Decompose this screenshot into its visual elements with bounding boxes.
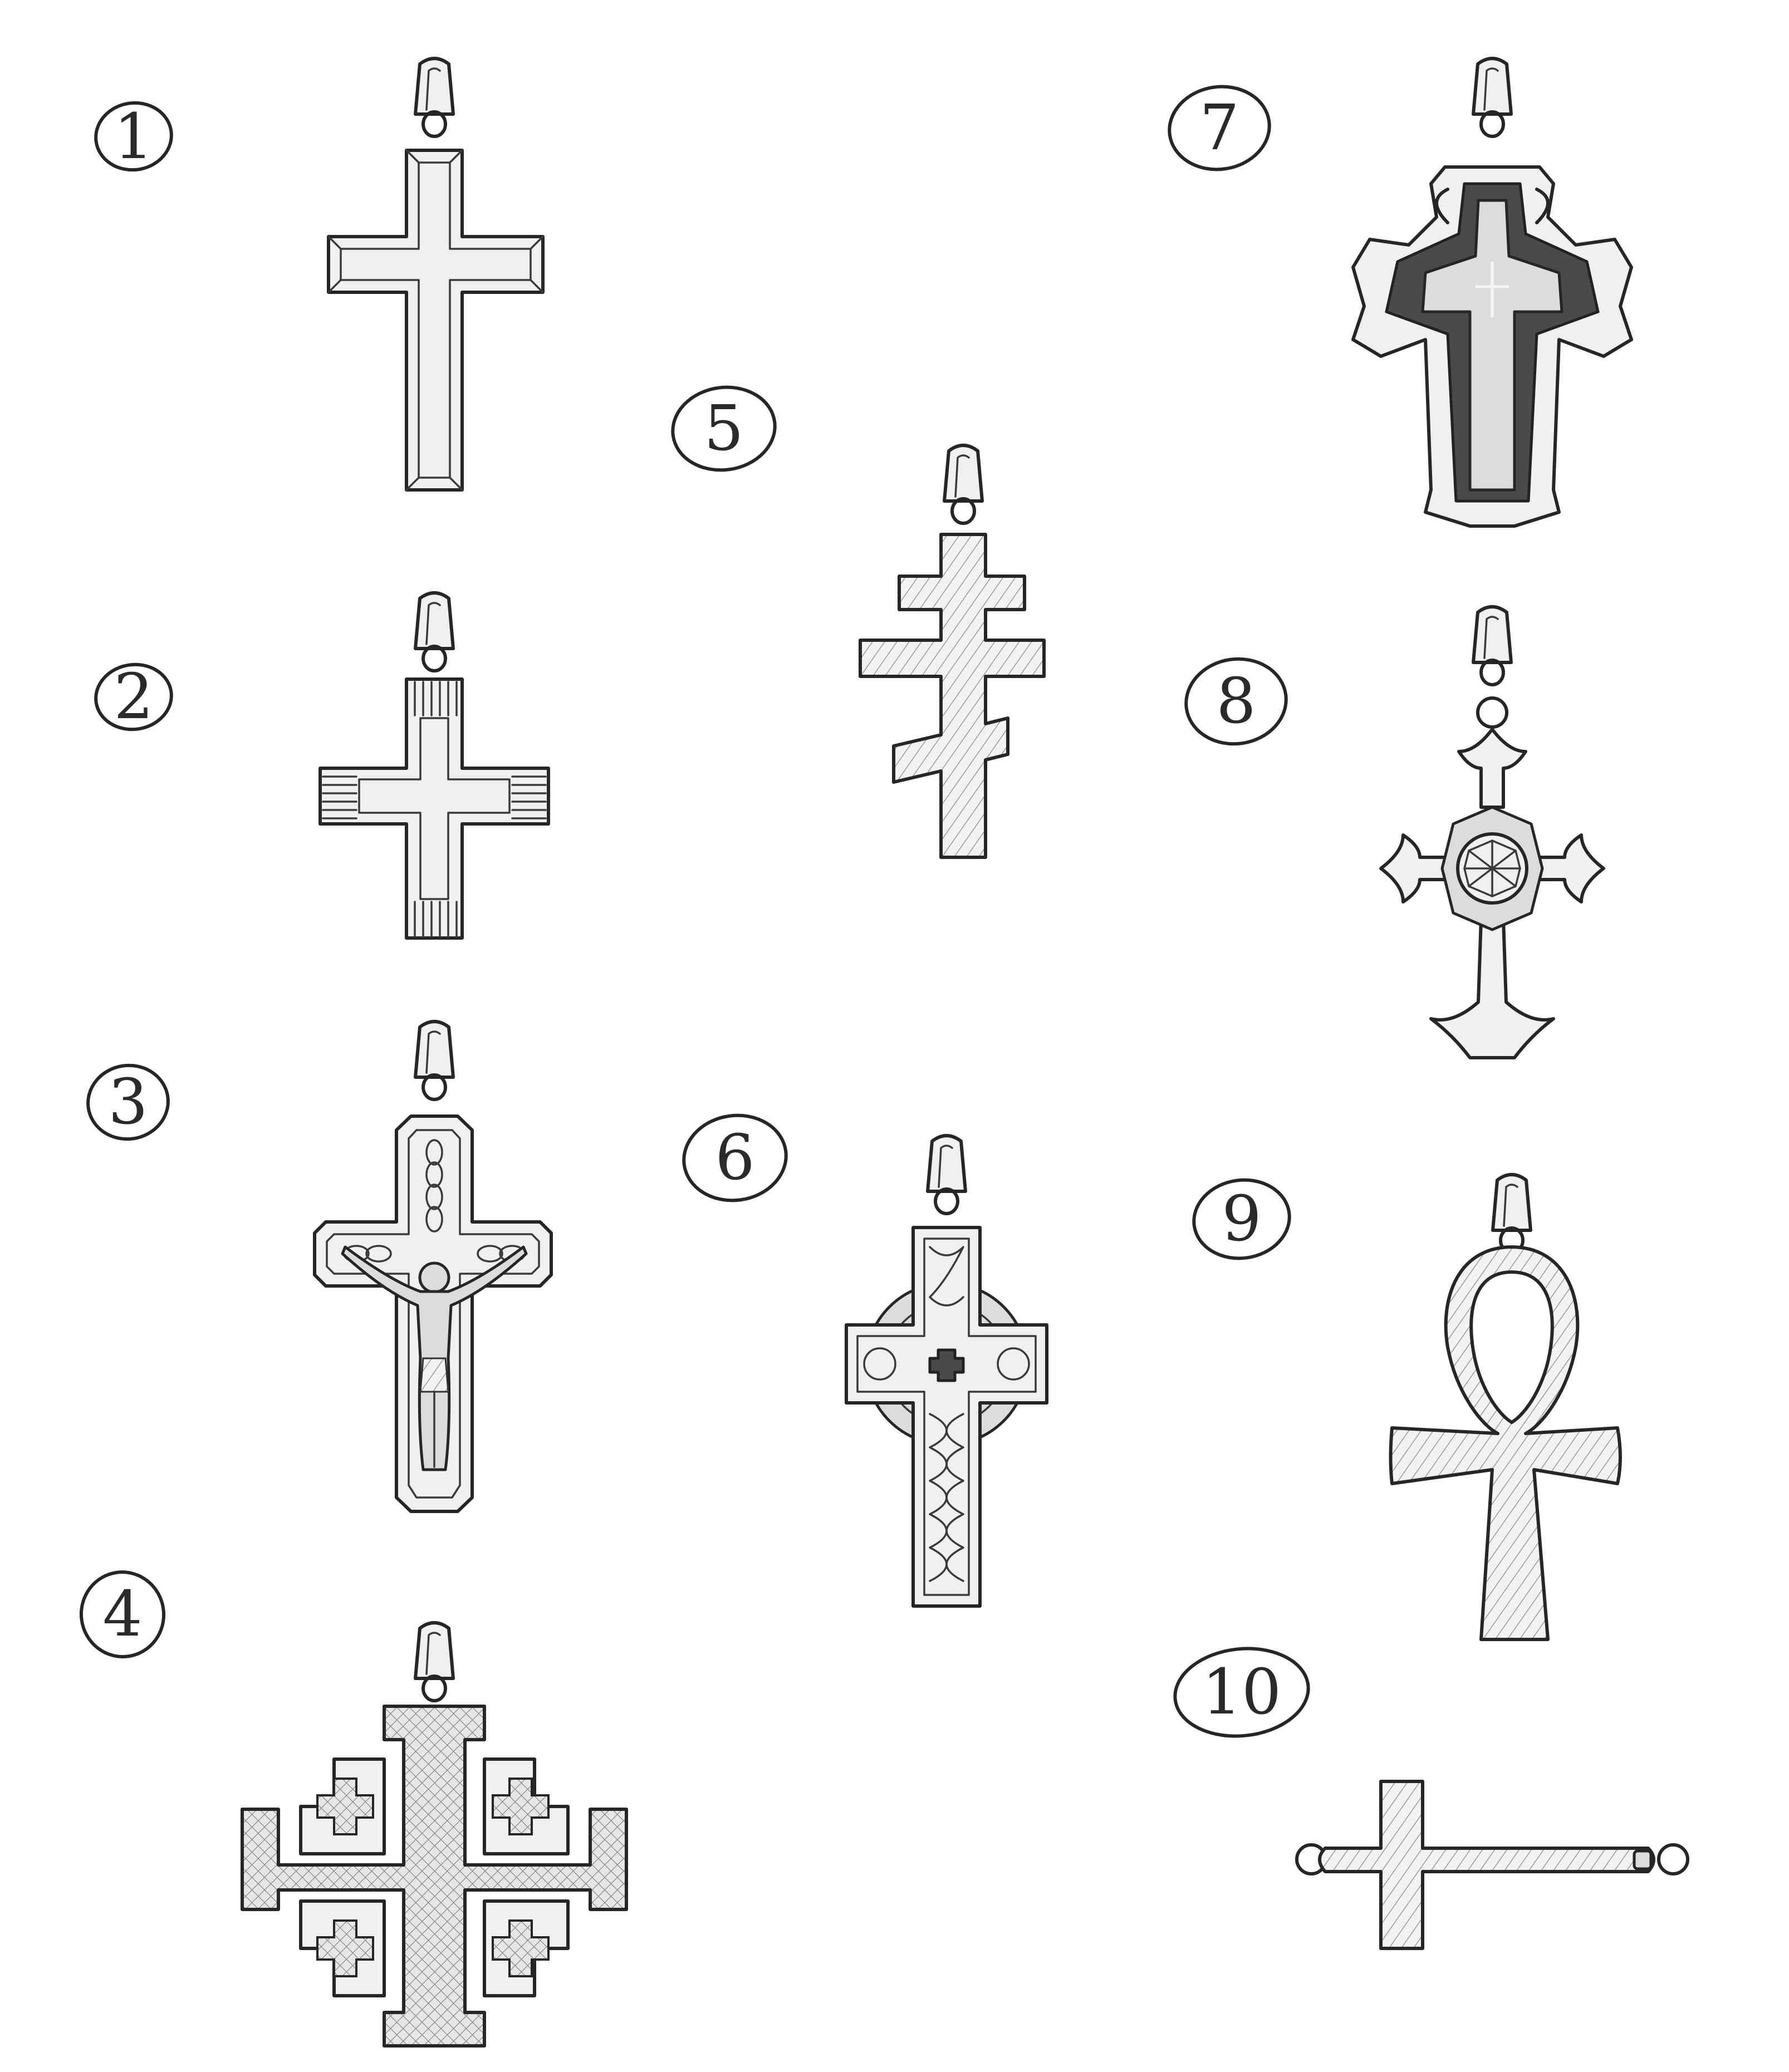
cross-5-orthodox-icon [859, 445, 1046, 859]
label-6: 6 [682, 1113, 788, 1202]
item-number: 3 [108, 1066, 148, 1138]
cross-8-fleur-gem-icon [1379, 607, 1605, 1059]
circle-icon [86, 1063, 170, 1141]
cross-10-sideways-icon [1295, 1780, 1689, 1950]
label-7: 7 [1168, 85, 1271, 171]
item-number: 6 [715, 1122, 754, 1194]
item-number: 2 [114, 661, 153, 733]
label-10: 10 [1173, 1647, 1310, 1738]
cross-6-celtic-icon [845, 1136, 1048, 1608]
gemstone [1456, 832, 1528, 905]
item-number: 9 [1222, 1183, 1261, 1255]
circle-icon [1184, 657, 1288, 746]
circle-icon [682, 1113, 788, 1202]
cross-3-crucifix-icon [313, 1022, 553, 1513]
label-8: 8 [1184, 657, 1288, 746]
cross-2-ribbed-icon [318, 593, 550, 940]
circle-icon [1192, 1178, 1291, 1260]
circle-icon [94, 101, 173, 172]
cross-4-jerusalem-icon [241, 1623, 628, 2048]
circle-icon [1173, 1647, 1310, 1738]
item-number: 7 [1199, 92, 1239, 164]
cross-1-beveled-latin-icon [327, 58, 545, 492]
label-2: 2 [94, 661, 173, 733]
label-1: 1 [94, 101, 173, 173]
label-3: 3 [86, 1063, 170, 1141]
circle-icon [671, 385, 777, 472]
item-number: 5 [704, 392, 743, 465]
item-number: 1 [114, 101, 153, 173]
label-4: 4 [79, 1570, 166, 1658]
label-9: 9 [1192, 1178, 1291, 1260]
cross-7-gothic-icon [1351, 58, 1633, 528]
circle-icon [1168, 85, 1271, 171]
item-number: 10 [1202, 1656, 1282, 1729]
item-number: 8 [1216, 665, 1256, 738]
item-number: 4 [102, 1578, 142, 1651]
label-5: 5 [671, 385, 777, 472]
corpus-figure [341, 1245, 528, 1471]
circle-icon [94, 662, 173, 731]
circle-icon [79, 1570, 166, 1658]
knotwork-pattern [863, 1246, 1030, 1582]
cross-9-ankh-icon [1389, 1175, 1622, 1641]
